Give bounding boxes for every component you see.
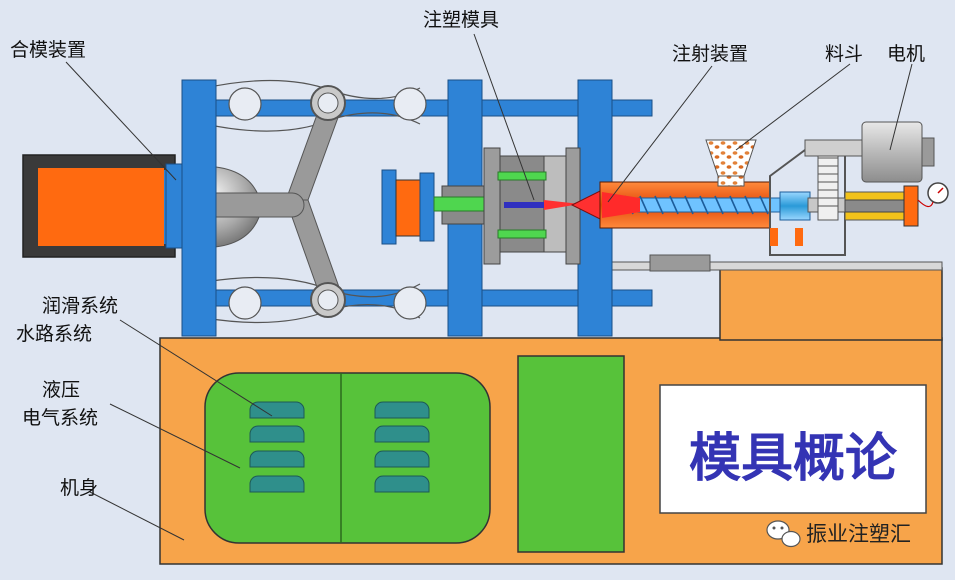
clamp-cylinder — [22, 154, 305, 258]
watermark-text: 振业注塑汇 — [806, 522, 911, 546]
label-hydraulic: 液压 — [42, 379, 80, 401]
electrical-panel — [517, 355, 625, 553]
toggle-links — [204, 79, 427, 324]
watermark: 振业注塑汇 — [766, 520, 911, 548]
label-electrical: 电气系统 — [22, 407, 98, 429]
motor-icon — [804, 121, 935, 183]
injection-mold — [483, 147, 581, 265]
label-clamping-unit: 合模装置 — [10, 39, 86, 61]
vent-slots-right — [374, 401, 430, 493]
label-water: 水路系统 — [16, 323, 92, 345]
label-injection-unit: 注射装置 — [672, 43, 748, 65]
leader-lines — [65, 33, 913, 541]
label-mold: 注塑模具 — [423, 9, 499, 31]
injection-unit — [570, 121, 949, 272]
vent-slots-left — [249, 401, 305, 493]
label-motor: 电机 — [887, 43, 925, 65]
callout-labels: 合模装置 注塑模具 注射装置 料斗 电机 润滑系统 水路系统 液压 电气系统 机… — [10, 9, 925, 499]
title-text: 模具概论 — [689, 429, 898, 489]
label-machine-body: 机身 — [60, 477, 98, 499]
control-cabinet — [204, 372, 491, 544]
ejector-assembly — [381, 169, 505, 245]
wechat-icon — [766, 520, 801, 548]
label-lubrication: 润滑系统 — [42, 295, 118, 317]
rear-platen — [165, 79, 217, 337]
title-panel: 模具概论 — [659, 384, 927, 514]
label-hopper: 料斗 — [825, 43, 863, 65]
